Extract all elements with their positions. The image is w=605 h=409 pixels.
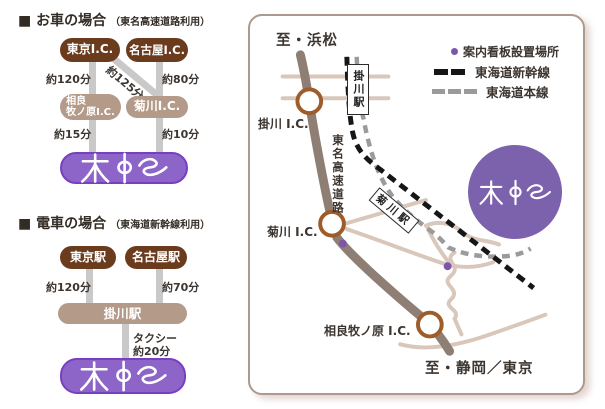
time-sagara-dest: 約15分 [54, 128, 92, 141]
node-kakegawa-station-label: 掛川駅 [103, 305, 142, 321]
sagara-ic-label: 相良牧ノ原 I.C. [324, 324, 411, 338]
brand-logo-icon [81, 152, 168, 184]
node-nagoya-station: 名古屋駅 [125, 246, 187, 269]
connector-sagara-dest [89, 118, 96, 154]
connector-tokyo-sagara [89, 60, 96, 96]
kakegawa-station-box: 掛川駅 [347, 64, 369, 115]
tokaido-shinkansen-line [344, 56, 536, 290]
car-destination-logo-box [60, 152, 188, 184]
signboard-dots [338, 239, 452, 271]
node-sagara-ic-label: 相良 牧ノ原I.C. [66, 96, 115, 118]
main-line-dash-icon [464, 89, 477, 94]
taxi-label-line1: タクシー [133, 332, 177, 345]
kakegawa-ic-label: 掛川 I.C. [258, 117, 309, 131]
car-subtitle-text: （東名高速道路利用） [110, 17, 211, 28]
node-kakegawa-station: 掛川駅 [58, 303, 187, 324]
connector-kakegawa-dest-taxi [122, 322, 129, 360]
kikugawa-ic-label: 菊川 I.C. [267, 225, 318, 239]
node-sagara-ic: 相良 牧ノ原I.C. [60, 94, 121, 120]
connector-tokyo-kakegawa [86, 266, 93, 306]
shinkansen-dash-icon [451, 68, 465, 75]
sagara-line1: 相良 [66, 96, 87, 107]
signboard-dot-icon [451, 48, 458, 55]
node-tokyo-ic-label: 東京I.C. [66, 42, 114, 57]
legend-row-main-line: 東海道本線 [432, 82, 549, 101]
dest-hamamatsu-label: 至・浜松 [276, 33, 338, 49]
winding-road [445, 250, 464, 337]
time-tokyo-sagara: 約120分 [46, 73, 91, 86]
signboard-dot [443, 262, 452, 271]
node-tokyo-ic: 東京I.C. [60, 38, 120, 62]
brand-logo-icon [80, 360, 167, 392]
node-nagoya-ic: 名古屋I.C. [126, 38, 188, 62]
dest-shizuoka-tokyo-label: 至・静岡／東京 [425, 361, 534, 377]
tomei-expressway-label: 東名高速道路 [331, 134, 345, 215]
node-nagoya-station-label: 名古屋駅 [131, 249, 180, 264]
node-kikugawa-ic: 菊川I.C. [126, 96, 188, 118]
kikugawa-ic-marker [318, 209, 346, 238]
legend-signboard-label: 案内看板設置場所 [463, 45, 560, 59]
node-tokyo-station-label: 東京駅 [69, 249, 106, 264]
time-kikugawa-dest: 約10分 [162, 128, 200, 141]
tokaido-main-line [354, 56, 532, 259]
interchange-markers [295, 87, 444, 339]
brand-logo-icon [479, 179, 552, 205]
connector-nagoya-kakegawa [156, 266, 163, 306]
legend-shinkansen-label: 東海道新幹線 [475, 65, 551, 80]
sagara-ic-marker [416, 310, 444, 339]
time-nagoya-kakegawa: 約70分 [162, 281, 200, 294]
train-destination-logo-box [60, 358, 186, 394]
car-section-title: ■ お車の場合（東名高速道路利用） [18, 10, 210, 30]
train-title-text: ■ 電車の場合 [18, 216, 107, 232]
car-title-text: ■ お車の場合 [18, 13, 107, 29]
signboard-dot [338, 239, 347, 248]
map-artwork [280, 50, 548, 356]
main-line-dash-icon [448, 89, 461, 94]
shinkansen-dash-icon [434, 68, 448, 75]
main-line-dash-icon [432, 89, 445, 94]
node-kikugawa-ic-label: 菊川I.C. [133, 99, 181, 114]
time-tokyo-kakegawa: 約120分 [46, 281, 91, 294]
legend-main-line-label: 東海道本線 [486, 85, 549, 100]
connector-nagoya-kikugawa [156, 60, 163, 98]
taxi-label-line2: 約20分 [133, 345, 171, 358]
kakegawa-ic-marker [295, 87, 324, 116]
time-nagoya-kikugawa: 約80分 [162, 73, 200, 86]
legend-row-shinkansen: 東海道新幹線 [434, 62, 550, 81]
connector-kikugawa-dest [156, 116, 163, 154]
train-subtitle-text: （東海道新幹線利用） [110, 220, 211, 231]
train-section-title: ■ 電車の場合（東海道新幹線利用） [18, 213, 210, 233]
legend-row-signboard: 案内看板設置場所 [451, 43, 559, 60]
node-nagoya-ic-label: 名古屋I.C. [129, 42, 185, 57]
brand-logo-circle [468, 145, 562, 239]
sagara-line2: 牧ノ原I.C. [66, 107, 115, 118]
area-map-panel: 至・浜松 至・静岡／東京 掛川駅 菊川駅 掛川 I.C. 菊川 I.C. 相良牧… [248, 14, 585, 395]
node-tokyo-station: 東京駅 [60, 246, 116, 269]
